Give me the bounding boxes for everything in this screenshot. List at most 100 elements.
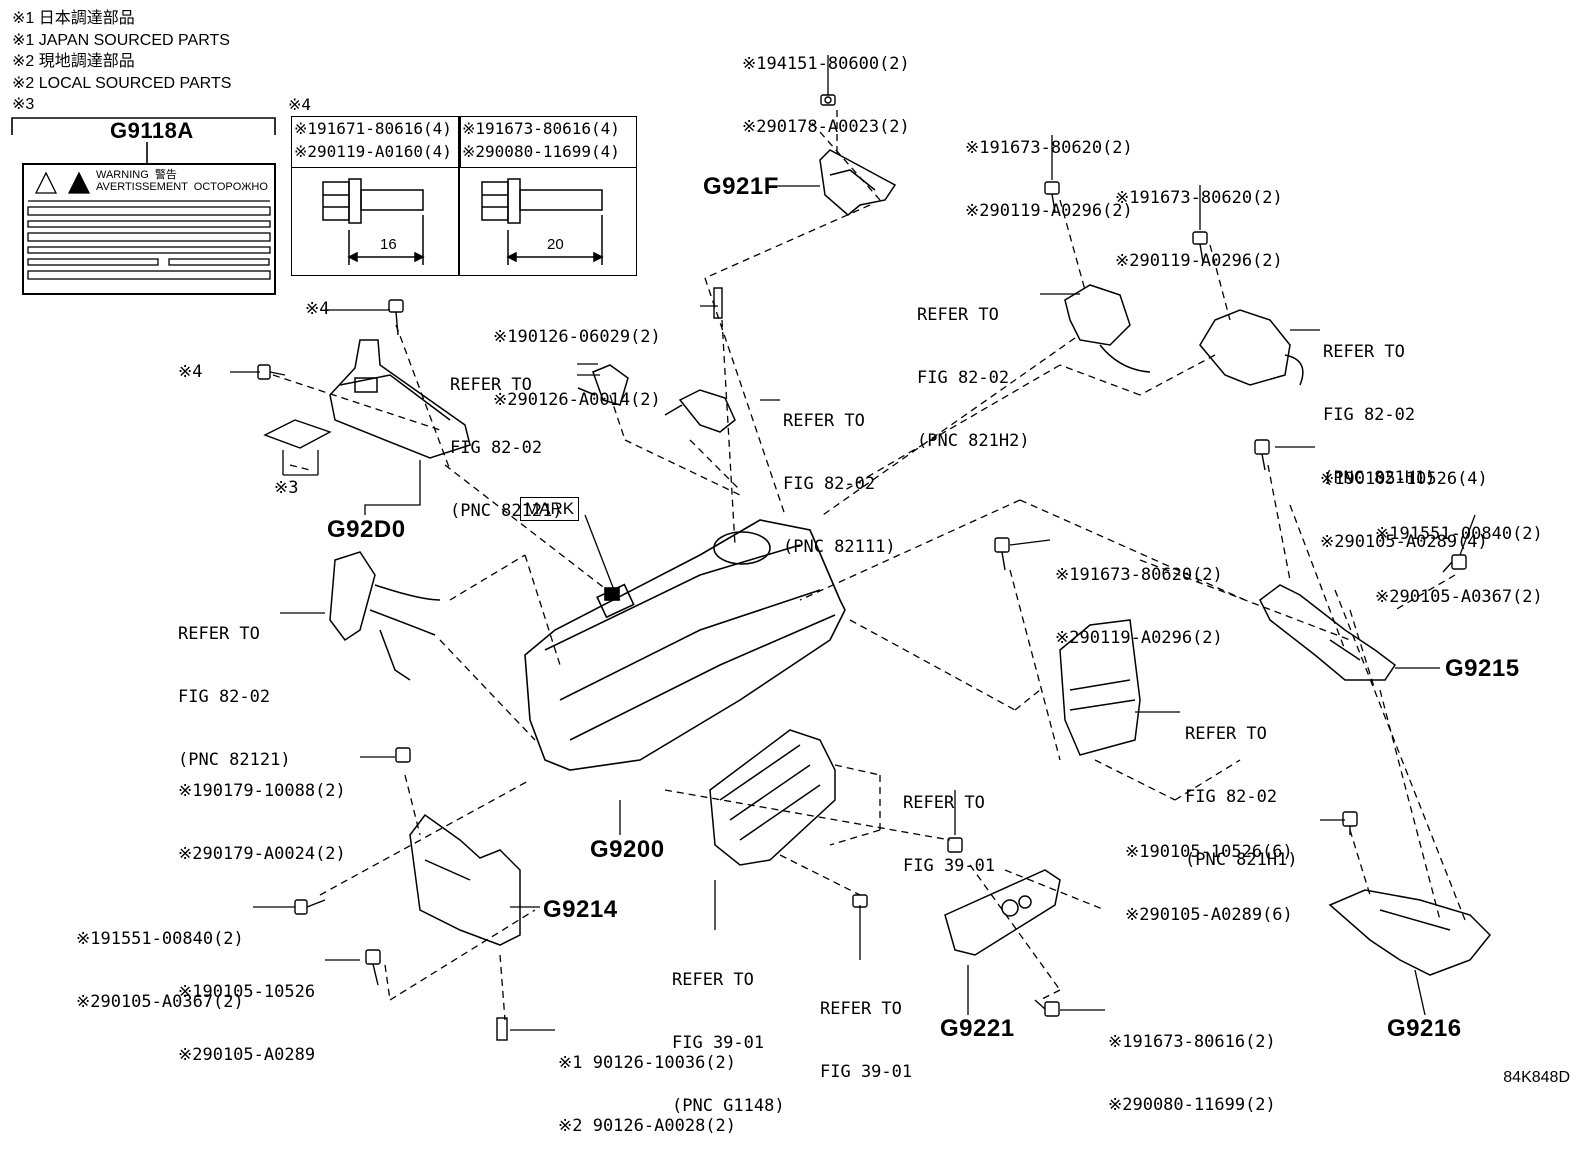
bracket-g9214 <box>409 813 521 946</box>
bolt-g92d0-b <box>257 364 286 380</box>
bolt-mid-r <box>994 537 1010 571</box>
refer-line: (PNC 82111) <box>783 537 896 557</box>
bolt-length-1: 16 <box>380 236 397 253</box>
bolt-length-2: 20 <box>547 236 564 253</box>
harness-82121-left <box>329 551 441 681</box>
callout-bracket-r2: ※191551-00840(2) ※290105-A0367(2) <box>1375 482 1543 629</box>
parts-diagram: ※1 日本調達部品 ※1 JAPAN SOURCED PARTS ※2 現地調達… <box>11 8 1570 1136</box>
refer-line: (PNC 821H2) <box>917 431 1030 451</box>
callout-sensor-a: ※191673-80620(2) ※290119-A0296(2) <box>965 96 1133 243</box>
diagram-artwork <box>11 55 1492 1041</box>
note-2-en: ※2 LOCAL SOURCED PARTS <box>12 74 232 92</box>
label-sheet-g92d0 <box>263 419 332 449</box>
refer-line: REFER TO <box>1185 724 1267 744</box>
part-g9215: G9215 <box>1445 655 1520 682</box>
refer-821h1-top: REFER TO FIG 82-02 (PNC 821H1) <box>1323 300 1436 510</box>
refer-line: FIG 39-01 <box>903 856 996 876</box>
note-1-en: ※1 JAPAN SOURCED PARTS <box>12 31 230 49</box>
callout-left-2: ※191551-00840(2) ※290105-A0367(2) <box>76 887 244 1034</box>
refer-line: FIG 82-02 <box>917 368 1010 388</box>
callout-pin: ※190126-06029(2) ※290126-A0014(2) <box>493 285 661 432</box>
refer-line: (PNC 82121) <box>178 750 291 770</box>
refer-line: REFER TO <box>903 793 985 813</box>
refer-821h1-mid: REFER TO FIG 82-02 (PNC 821H1) <box>1185 682 1298 892</box>
refer-line: (PNC G1148) <box>672 1096 785 1116</box>
bolt-sensor-a <box>1044 181 1060 213</box>
leader-lines <box>230 55 1476 1031</box>
bolt-g9221 <box>1034 999 1060 1017</box>
refer-line: FIG 82-02 <box>450 438 543 458</box>
refer-3901-bottom: REFER TO FIG 39-01 <box>820 957 912 1104</box>
refer-82121-left: REFER TO FIG 82-02 (PNC 82121) <box>178 582 291 792</box>
part-g92d0: G92D0 <box>327 516 406 543</box>
note3-bracket <box>11 117 276 135</box>
cover-g9221 <box>944 869 1061 956</box>
callout-line: ※290119-A0296(2) <box>1115 251 1283 271</box>
bolt-spec-divider <box>458 117 460 275</box>
sensor-821h2 <box>1064 284 1151 373</box>
sensor-821h1 <box>1199 309 1304 386</box>
callout-left-1: ※190179-10088(2) ※290179-A0024(2) <box>178 739 346 886</box>
callout-line: ※191551-00840(2) <box>1375 524 1543 544</box>
callout-note4-b: ※4 <box>178 362 203 382</box>
refer-821h2: REFER TO FIG 82-02 (PNC 821H2) <box>917 263 1030 473</box>
refer-line: FIG 82-02 <box>178 687 271 707</box>
bolt-spec-col-1: ※191671-80616(4) ※290119-A0160(4) <box>292 117 461 168</box>
callout-line: ※290105-A0367(2) <box>1375 587 1543 607</box>
callout-low-r: ※190105-10526(6) ※290105-A0289(6) <box>1125 800 1293 947</box>
bolt-drawing-2 <box>481 178 604 265</box>
refer-line: REFER TO <box>917 305 999 325</box>
part-g921f: G921F <box>703 173 779 200</box>
part-g9221: G9221 <box>940 1015 1015 1042</box>
connector-82111 <box>664 389 736 433</box>
bolt-spec-1-line1: ※191671-80616(4) <box>294 119 452 138</box>
callout-mid-r: ※191673-80620(2) ※290119-A0296(2) <box>1055 523 1223 670</box>
callout-line: ※191673-80616(2) <box>1108 1032 1276 1052</box>
callout-bracket-r1: ※190105-10526(4) ※290105-A0289(4) <box>1320 427 1488 574</box>
bolt-spec-2-line2: ※290080-11699(4) <box>462 142 620 161</box>
callout-note4-a: ※4 <box>305 299 330 319</box>
callout-line: ※290179-A0024(2) <box>178 844 346 864</box>
refer-line: (PNC 821H1) <box>1185 850 1298 870</box>
refer-line: REFER TO <box>1323 342 1405 362</box>
warning-triangle-icon <box>34 171 58 194</box>
refer-line: FIG 82-02 <box>1323 405 1416 425</box>
module-g1148 <box>709 729 836 866</box>
refer-line: REFER TO <box>450 375 532 395</box>
refer-line: FIG 39-01 <box>672 1033 765 1053</box>
callout-line: ※190105-10526(6) <box>1125 842 1293 862</box>
callout-line: ※290126-A0014(2) <box>493 390 661 410</box>
bolt-left-2 <box>294 899 326 915</box>
bolt-low-r <box>1342 811 1358 835</box>
part-g9200: G9200 <box>590 836 665 863</box>
callout-line: ※194151-80600(2) <box>742 54 910 74</box>
bolt-spec-1-line2: ※290119-A0160(4) <box>294 142 452 161</box>
callout-line: ※290080-11699(2) <box>1108 1095 1276 1115</box>
bolt-spec-col-2: ※191673-80616(4) ※290080-11699(4) <box>460 117 636 168</box>
bracket-g9215 <box>1259 584 1397 681</box>
part-g9214: G9214 <box>543 896 618 923</box>
bolt-g92d0-a <box>388 299 404 336</box>
bolt-sensor-b <box>1192 231 1208 263</box>
bolt-3901b <box>852 894 868 908</box>
refer-line: FIG 82-02 <box>783 474 876 494</box>
callout-sensor-b: ※191673-80620(2) ※290119-A0296(2) <box>1115 146 1283 293</box>
callout-line: ※190105-10526 <box>178 982 316 1002</box>
bolt-r2 <box>1442 554 1467 573</box>
refer-line: (PNC 82121) <box>450 501 563 521</box>
refer-82121-top: REFER TO FIG 82-02 (PNC 82121) <box>450 333 563 543</box>
notes-legend: ※1 日本調達部品 ※1 JAPAN SOURCED PARTS ※2 現地調達… <box>12 8 231 116</box>
note-4-header: ※4 <box>288 95 312 114</box>
bolt-top <box>820 94 836 106</box>
refer-line: REFER TO <box>820 999 902 1019</box>
warning-text-fr: AVERTISSEMENT OCTOPOЖHO <box>96 181 268 193</box>
callout-line: ※190179-10088(2) <box>178 781 346 801</box>
refer-line: REFER TO <box>783 411 865 431</box>
part-g9216: G9216 <box>1387 1015 1462 1042</box>
refer-3901-mid: REFER TO FIG 39-01 <box>903 751 995 898</box>
refer-line: FIG 39-01 <box>820 1062 913 1082</box>
figure-code: 84K848D <box>1503 1069 1570 1086</box>
pin <box>713 287 723 319</box>
callout-line: ※191673-80620(2) <box>1115 188 1283 208</box>
bracket-g9216 <box>1328 889 1492 976</box>
